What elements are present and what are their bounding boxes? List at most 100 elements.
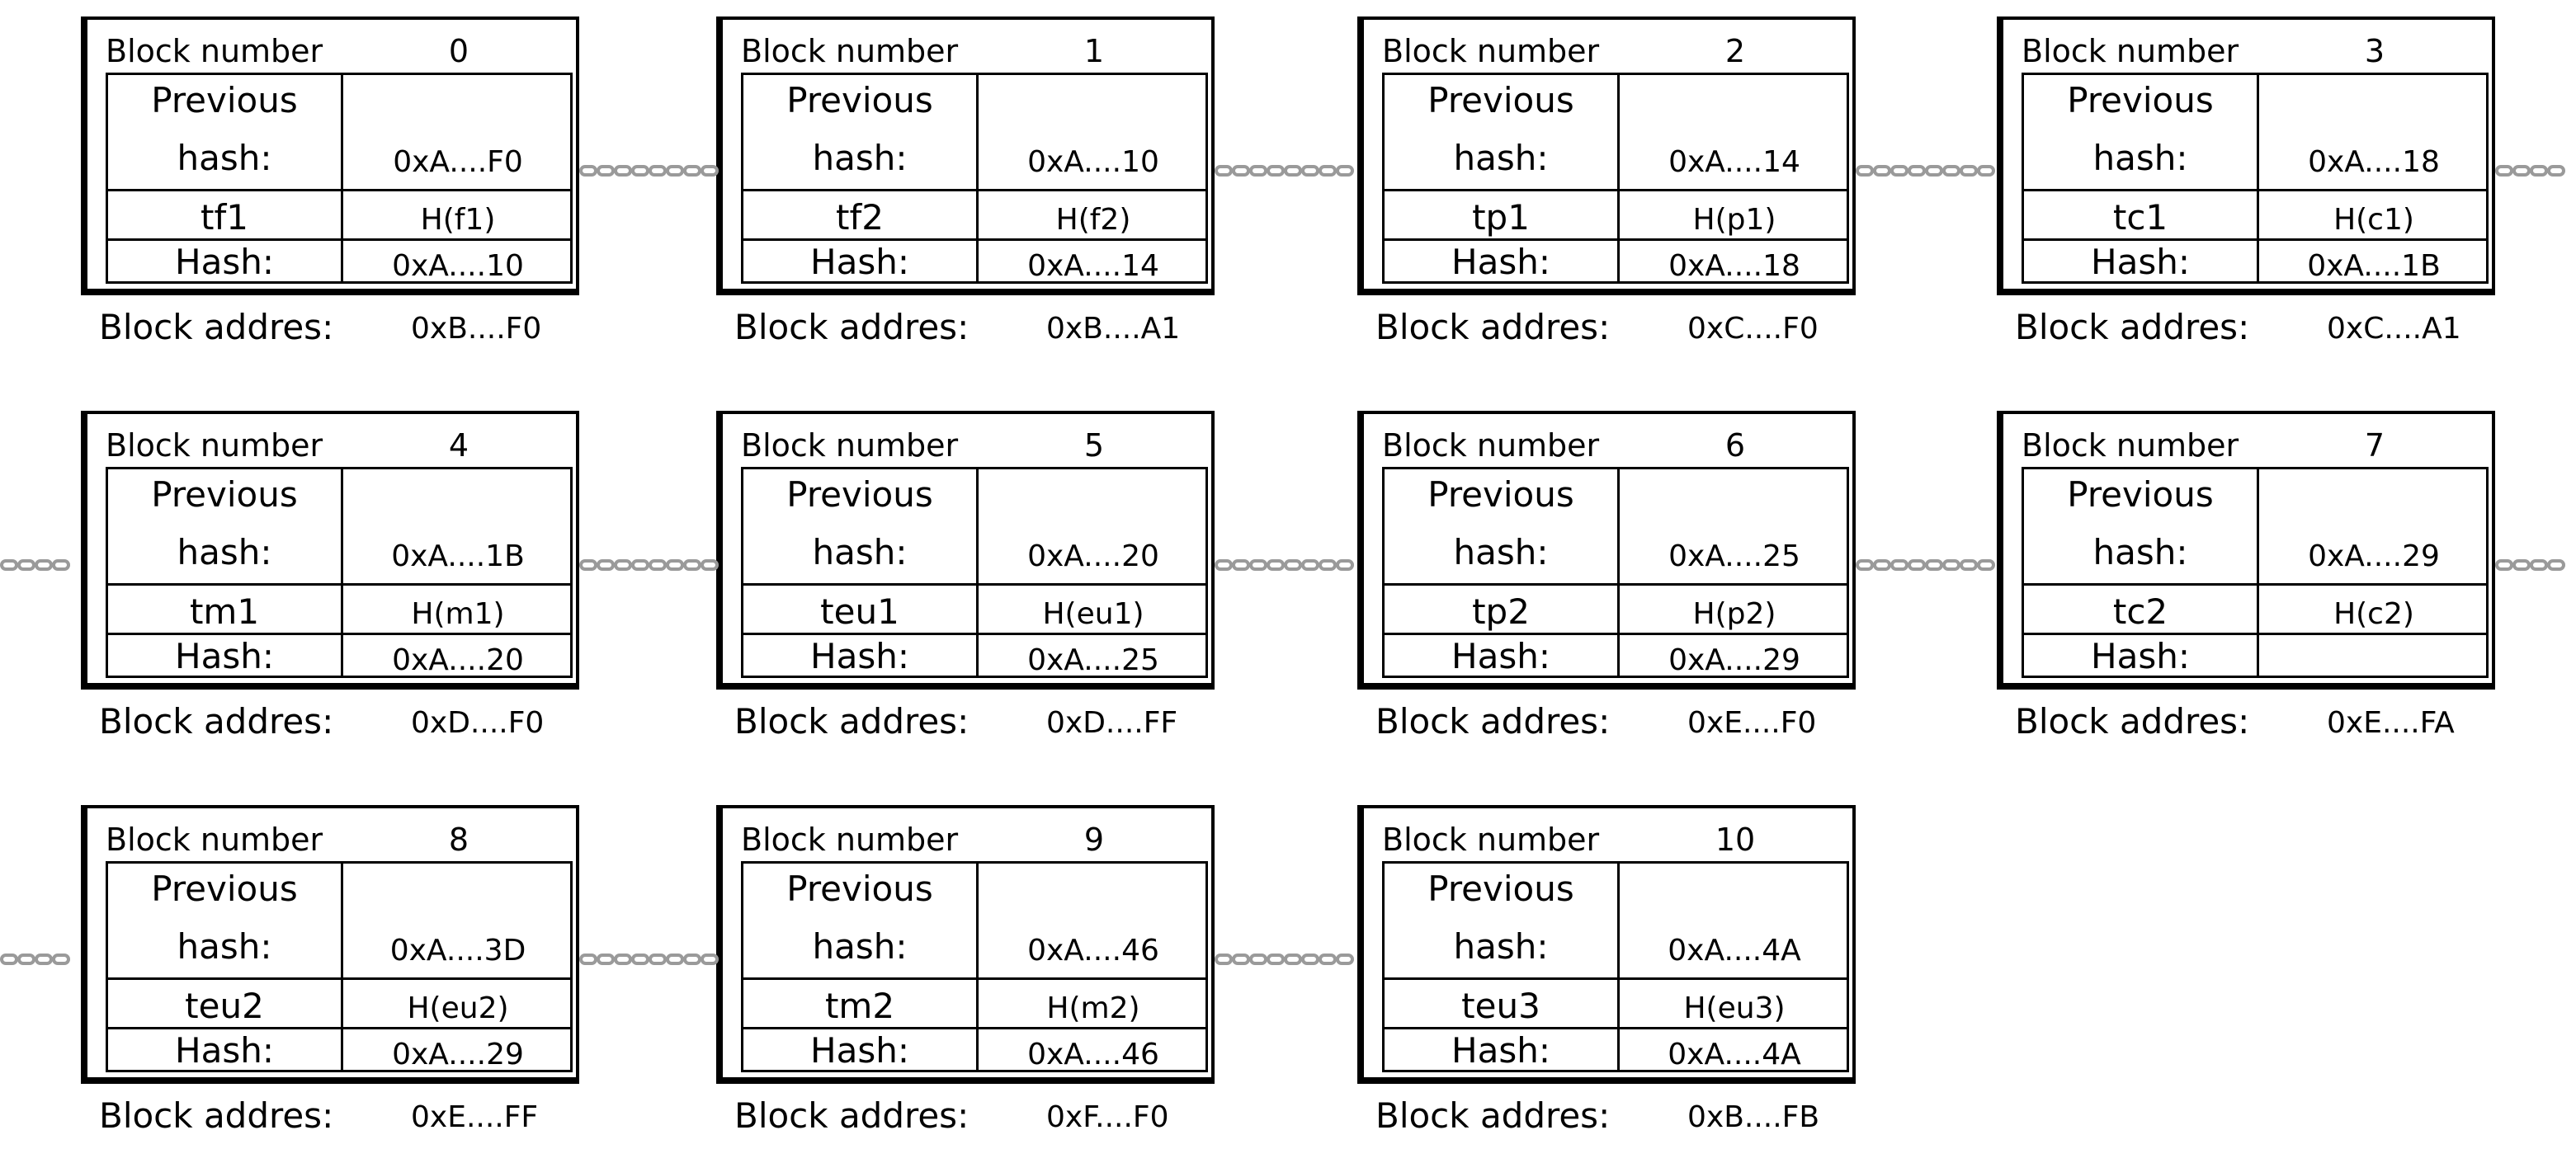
block-address-label: Block addres: [99, 307, 334, 347]
table-divider [976, 75, 979, 281]
block-number-label: Block number [741, 822, 959, 858]
previous-hash-label-line1: Previous [786, 474, 933, 515]
transaction-label: tp2 [1472, 591, 1530, 632]
transaction-hash-value: H(p1) [1692, 203, 1776, 237]
chain-link [1908, 559, 1926, 571]
previous-hash-value: 0xA....18 [2308, 145, 2440, 179]
transaction-label: tf2 [836, 197, 884, 238]
chain-link [17, 559, 35, 571]
chain-link [1977, 165, 1995, 177]
chain-link [1873, 559, 1891, 571]
previous-hash-value: 0xA....20 [1027, 539, 1159, 573]
chain-link [1301, 165, 1319, 177]
transaction-label: teu3 [1461, 986, 1540, 1026]
block-address-label: Block addres: [1375, 1095, 1611, 1136]
table-divider [976, 469, 979, 676]
block-number-value: 7 [2364, 427, 2385, 464]
previous-hash-value: 0xA....14 [1668, 145, 1800, 179]
chain-link [683, 954, 701, 965]
chain-link [1960, 559, 1978, 571]
block-8: Block number 8 Previous hash: 0xA....3D … [81, 805, 584, 1136]
chain-link [579, 559, 597, 571]
chain-link [631, 954, 649, 965]
chain-link [2530, 165, 2548, 177]
hash-value: 0xA....46 [1027, 1038, 1159, 1071]
block-fields-table: Previous hash: 0xA....1B tm1 H(m1) Hash:… [106, 467, 573, 678]
table-divider [1385, 238, 1847, 241]
block-9: Block number 9 Previous hash: 0xA....46 … [716, 805, 1220, 1136]
chain-link [1215, 954, 1233, 965]
block-address-label: Block addres: [99, 1095, 334, 1136]
chain-link [579, 165, 597, 177]
previous-hash-label-line2: hash: [177, 926, 272, 967]
block-frame: Block number 4 Previous hash: 0xA....1B … [81, 411, 579, 690]
block-address-value: 0xD....F0 [411, 706, 545, 740]
block-number-label: Block number [1382, 822, 1600, 858]
block-frame: Block number 10 Previous hash: 0xA....4A… [1357, 805, 1856, 1084]
table-divider [2024, 189, 2486, 191]
transaction-label: tm1 [189, 591, 260, 632]
table-divider [1385, 633, 1847, 635]
previous-hash-label-line1: Previous [151, 474, 298, 515]
block-fields-table: Previous hash: 0xA....20 teu1 H(eu1) Has… [741, 467, 1208, 678]
block-number-label: Block number [1382, 33, 1600, 69]
chain-link [52, 559, 70, 571]
block-number-value: 8 [448, 822, 469, 858]
block-number-value: 2 [1724, 33, 1746, 69]
hash-label: Hash: [810, 1030, 909, 1071]
block-number-label: Block number [106, 822, 323, 858]
chain-link [1301, 559, 1319, 571]
table-divider [743, 977, 1205, 980]
block-10: Block number 10 Previous hash: 0xA....4A… [1357, 805, 1861, 1136]
chain-link [1890, 165, 1908, 177]
block-fields-table: Previous hash: 0xA....14 tp1 H(p1) Hash:… [1382, 73, 1849, 284]
chain-link [0, 954, 18, 965]
block-fields-table: Previous hash: 0xA....4A teu3 H(eu3) Has… [1382, 861, 1849, 1072]
hash-value: 0xA....18 [1668, 249, 1800, 283]
hash-label: Hash: [1451, 242, 1550, 282]
block-2: Block number 2 Previous hash: 0xA....14 … [1357, 16, 1861, 347]
chain-link [649, 954, 667, 965]
chain-link [631, 165, 649, 177]
table-divider [2024, 583, 2486, 586]
table-divider [1617, 75, 1620, 281]
chain-link [2512, 559, 2531, 571]
previous-hash-label-line2: hash: [177, 138, 272, 178]
block-frame: Block number 6 Previous hash: 0xA....25 … [1357, 411, 1856, 690]
chain-link [1284, 165, 1302, 177]
block-address-label: Block addres: [2015, 307, 2250, 347]
transaction-hash-value: H(c2) [2333, 597, 2414, 631]
table-divider [743, 189, 1205, 191]
previous-hash-label-line2: hash: [1453, 926, 1549, 967]
chain-link [1249, 559, 1267, 571]
block-fields-table: Previous hash: 0xA....46 tm2 H(m2) Hash:… [741, 861, 1208, 1072]
table-divider [108, 633, 570, 635]
chain-link [1319, 559, 1337, 571]
transaction-label: tp1 [1472, 197, 1530, 238]
block-frame: Block number 9 Previous hash: 0xA....46 … [716, 805, 1215, 1084]
block-fields-table: Previous hash: 0xA....10 tf2 H(f2) Hash:… [741, 73, 1208, 284]
block-number-label: Block number [741, 427, 959, 464]
chain-link [1249, 954, 1267, 965]
table-divider [1385, 977, 1847, 980]
chain-link [35, 954, 53, 965]
block-address-value: 0xE....F0 [1687, 706, 1817, 740]
transaction-hash-value: H(f2) [1055, 203, 1131, 237]
table-divider [341, 864, 343, 1070]
transaction-hash-value: H(m1) [411, 597, 505, 631]
hash-value: 0xA....4A [1668, 1038, 1801, 1071]
chain-link [597, 165, 615, 177]
transaction-hash-value: H(eu2) [407, 991, 509, 1025]
hash-label: Hash: [1451, 636, 1550, 676]
chain-link [1232, 559, 1250, 571]
hash-label: Hash: [2091, 242, 2190, 282]
hash-value: 0xA....10 [392, 249, 524, 283]
transaction-hash-value: H(eu3) [1683, 991, 1786, 1025]
block-1: Block number 1 Previous hash: 0xA....10 … [716, 16, 1220, 347]
table-divider [2257, 75, 2259, 281]
previous-hash-label-line1: Previous [786, 80, 933, 120]
chain-link [2512, 165, 2531, 177]
chain-link [17, 954, 35, 965]
block-0: Block number 0 Previous hash: 0xA....F0 … [81, 16, 584, 347]
